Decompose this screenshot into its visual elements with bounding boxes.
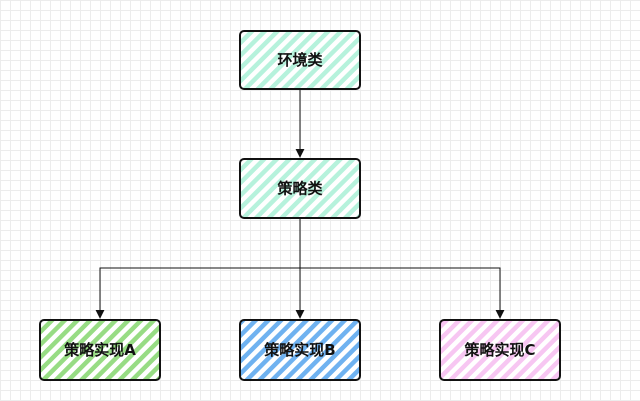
node-impl-a-box [39,319,161,381]
node-environment-class: 环境类 [239,30,361,90]
node-strategy-box [239,158,361,219]
node-impl-c-box [439,319,561,381]
edges [95,89,505,319]
node-strategy-impl-a: 策略实现A [39,319,161,381]
node-strategy-impl-b: 策略实现B [239,319,361,381]
node-impl-a-label: 策略实现A [63,341,136,359]
edge-strategy-to-impl-a [95,219,301,319]
node-strategy-class: 策略类 [239,158,361,219]
node-environment-label: 环境类 [277,51,323,69]
node-impl-b-box [239,319,361,381]
node-strategy-label: 策略类 [276,180,323,198]
edge-strategy-to-impl-c [300,267,505,319]
node-impl-b-label: 策略实现B [263,341,335,359]
node-impl-c-label: 策略实现C [463,341,535,359]
node-strategy-impl-c: 策略实现C [439,319,561,381]
node-environment-box [239,30,361,90]
